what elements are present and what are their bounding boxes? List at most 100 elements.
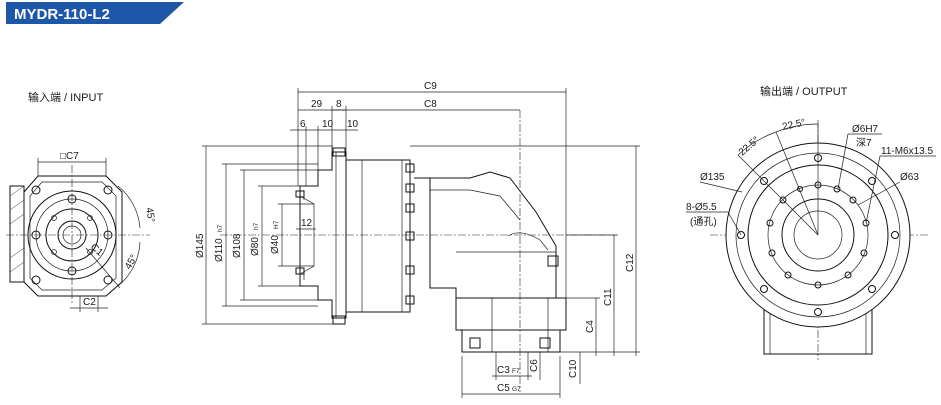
housing-bolt [405,183,415,193]
thread-hole [766,219,774,227]
dia63-leader [857,181,901,206]
input-clamp-screw [51,215,57,221]
dim-dia108: Ø108 [232,233,243,258]
input-clamp-circle [45,208,99,262]
dim-dia135: Ø135 [700,172,725,183]
dim-6: 6 [300,119,306,130]
input-corner-screw [31,185,41,195]
dim-dia145: Ø145 [195,233,206,258]
thread-hole [862,219,870,227]
input-pcd-circle [35,198,109,272]
dim-dia40: Ø40 [270,235,281,254]
thread-hole [814,281,822,289]
radial-line [737,154,819,236]
elbow-curve [507,232,549,251]
through-hole [868,285,876,293]
thread-hole [784,271,792,279]
dia135-leader [699,181,743,193]
input-bore-inner [62,225,82,245]
dim-holes-note: (通孔) [690,216,717,228]
hatch-line [9,247,25,259]
holes-leader [727,211,742,236]
hatch-line [9,261,25,273]
hatch-line [9,199,25,211]
dim-angle-1: 45° [143,207,156,224]
model-title: MYDR-110-L2 [14,6,110,23]
dim-c3: C3 [497,365,510,376]
input-corner-screw [31,275,41,285]
input-view: □C7 45° 45° C1 C2 [6,151,157,312]
through-hole [814,308,822,316]
flange-tab-bottom [332,315,346,325]
input-bolt-hole [31,230,41,240]
input-view-label: 输入端 / INPUT [28,90,103,104]
dim-dia40-tol: H7 [273,220,280,229]
output-bolt [539,337,551,349]
elbow-contour [469,189,521,221]
input-side-flange [9,185,25,283]
dim-29: 29 [311,99,323,110]
main-housing [345,159,411,313]
housing-bolt [405,295,415,305]
through-hole [737,231,745,239]
title-banner-shape [6,2,184,24]
title-banner: MYDR-110-L2 [6,2,184,24]
dim-c1-leader [85,247,121,289]
angle-arc [737,131,777,156]
thread-hole [833,185,841,193]
elbow-bolt [547,255,559,267]
angle-arc-2 [117,241,141,287]
dim-c5-tol: G7 [512,386,521,393]
angle-arc [775,123,819,133]
dim-10a: 10 [322,119,334,130]
input-clamp-screw [87,249,93,255]
dim-c4: C4 [585,320,596,333]
dim-angle-b: 22.5° [737,135,762,159]
dim-holes: 8-Ø5.5 [686,202,717,213]
output-view: 22.5° 22.5° Ø6H7 深7 11-M6x13.5 Ø135 Ø63 … [686,117,936,360]
thread-hole [849,196,857,204]
dim-c5: C5 [497,383,510,394]
input-bolt-hole [67,194,77,204]
input-clamp-screw [51,249,57,255]
output-block [455,297,567,331]
dim-c9: C9 [424,81,437,92]
flange-tab-top [332,147,346,157]
dim-dia63: Ø63 [900,172,919,183]
thread-leader [865,155,881,224]
output-view-label: 输出端 / OUTPUT [760,84,848,98]
dim-8: 8 [336,99,342,110]
input-corner-screw [103,275,113,285]
dim-pin: Ø6H7 [852,124,879,135]
output-flange [461,329,561,353]
dim-10b: 10 [347,119,359,130]
dim-c2: C2 [83,297,96,308]
adapter-screw-bottom [295,267,305,275]
dim-dia110-tol: h7 [217,224,224,232]
dim-c3-tol: F7 [512,368,520,375]
hatch-line [9,213,25,225]
through-hole [868,177,876,185]
side-view: C9 29 8 C8 6 10 10 12 Ø145 Ø110 h7 Ø108 [195,81,640,398]
dim-c7: □C7 [60,151,79,162]
dim-c12: C12 [625,253,636,272]
dim-c6: C6 [529,359,540,372]
dim-c10: C10 [568,359,579,378]
dim-c1: C1 [88,242,105,259]
through-hole [891,231,899,239]
dim-dia80-tol: h7 [253,222,260,230]
input-clamp-screw [87,215,93,221]
housing-bolt [405,265,415,275]
input-bolt-hole [103,230,113,240]
input-bore [57,220,87,250]
dim-dia110: Ø110 [214,238,225,262]
housing-bolt [405,203,415,213]
elbow-housing [414,171,557,299]
input-flange-circle [27,190,117,280]
dim-angle-a: 22.5° [781,117,806,133]
dim-dia80: Ø80 [250,237,261,256]
hatch-line [9,185,25,197]
through-hole [760,177,768,185]
input-corner-screw [103,185,113,195]
